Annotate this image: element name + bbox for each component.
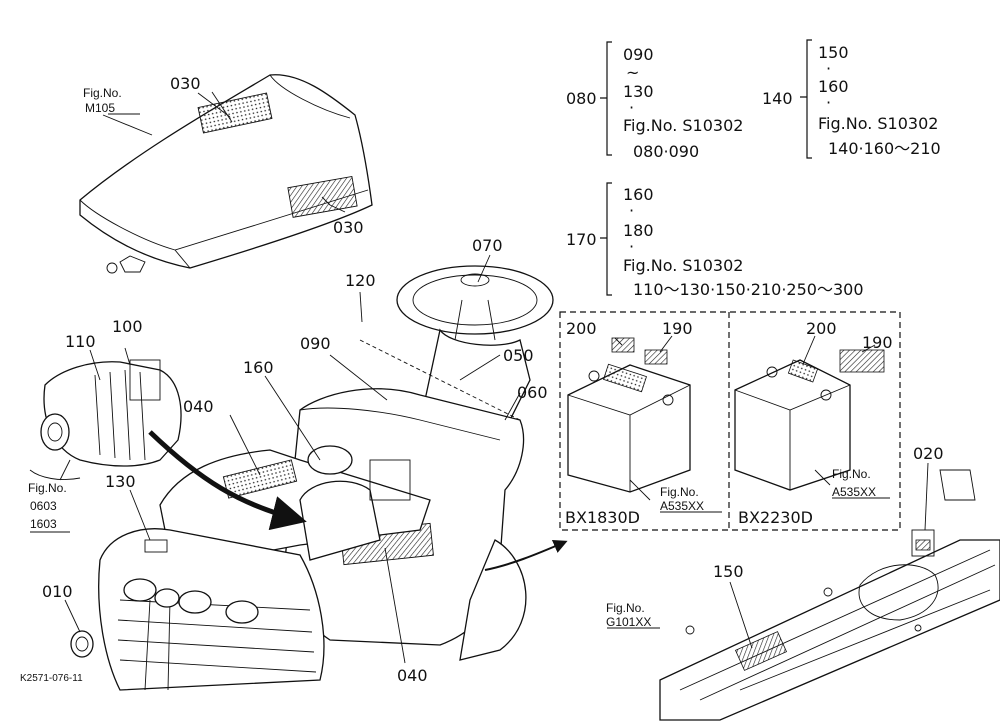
legend-170-line1: 160 [623, 185, 654, 204]
part-label-030-top: 030 [170, 74, 201, 93]
part-label-160: 160 [243, 358, 274, 377]
legend-140-line2: 160 [818, 77, 849, 96]
air-cleaner-fig-number-2: 1603 [30, 517, 57, 531]
legend-140-range: 140·160～210 [828, 139, 941, 158]
part-label-150: 150 [713, 562, 744, 581]
part-label-070: 070 [472, 236, 503, 255]
air-cleaner-arrow [148, 430, 307, 531]
air-cleaner-fig-number-1: 0603 [30, 499, 57, 513]
part-label-200-right: 200 [806, 319, 837, 338]
battery-model-right: BX2230D [738, 508, 813, 527]
legend-170-sep2: · [629, 237, 634, 256]
tractor-drawing [70, 265, 554, 691]
legend-140-sep2: · [826, 93, 831, 112]
legend-170-fig: Fig.No. S10302 [623, 256, 743, 275]
legend-170-range: 110～130·150·210·250～300 [633, 280, 864, 299]
hood-drawing [79, 74, 373, 274]
hood-fig-number: M105 [85, 101, 115, 115]
legend-170: 170 160 · 180 · Fig.No. S10302 110～130·1… [566, 185, 864, 299]
part-label-060: 060 [517, 383, 548, 402]
legend-080-line2: 130 [623, 82, 654, 101]
part-label-110: 110 [65, 332, 96, 351]
battery-model-left: BX1830D [565, 508, 640, 527]
part-label-040-top: 040 [183, 397, 214, 416]
legend-140-sep1: · [826, 59, 831, 78]
leader-lines [30, 92, 929, 664]
legend-080-line1: 090 [623, 45, 654, 64]
part-label-190-left: 190 [662, 319, 693, 338]
air-cleaner-drawing [29, 359, 182, 481]
frame-arrow [484, 540, 568, 571]
legend-140-line1: 150 [818, 43, 849, 62]
part-label-100: 100 [112, 317, 143, 336]
air-cleaner-fig-label: Fig.No. [28, 481, 67, 495]
part-label-090: 090 [300, 334, 331, 353]
drawing-code: K2571-076-11 [20, 673, 83, 684]
frame-fig-label: Fig.No. [606, 601, 645, 615]
frame-fig-number: G101XX [606, 615, 651, 629]
legend-braces [600, 39, 812, 296]
legend-080-range: 080·090 [633, 142, 699, 161]
legend-080-fig: Fig.No. S10302 [623, 116, 743, 135]
legend-140-part: 140 [762, 89, 793, 108]
legend-140-fig: Fig.No. S10302 [818, 114, 938, 133]
legend-080: 080 090 ~ 130 · Fig.No. S10302 080·090 [566, 45, 743, 161]
part-label-200-left: 200 [566, 319, 597, 338]
legend-170-part: 170 [566, 230, 597, 249]
legend-170-line2: 180 [623, 221, 654, 240]
legend-080-sep1: ~ [626, 63, 639, 82]
part-label-040-bottom: 040 [397, 666, 428, 685]
part-label-010: 010 [42, 582, 73, 601]
battery-panel [559, 311, 901, 531]
legend-170-sep1: · [629, 201, 634, 220]
part-label-190-right: 190 [862, 333, 893, 352]
battery2-fig-label: Fig.No. [832, 467, 871, 481]
part-label-120: 120 [345, 271, 376, 290]
part-label-020: 020 [913, 444, 944, 463]
legend-080-part: 080 [566, 89, 597, 108]
legend-140: 140 150 · 160 · Fig.No. S10302 140·160～2… [762, 43, 941, 158]
battery1-fig-label: Fig.No. [660, 485, 699, 499]
battery1-fig-number: A535XX [660, 499, 704, 513]
hood-fig-label: Fig.No. [83, 86, 122, 100]
frame-drawing [659, 469, 1000, 721]
part-label-030-side: 030 [333, 218, 364, 237]
battery2-fig-number: A535XX [832, 485, 876, 499]
legend-080-sep2: · [629, 98, 634, 117]
part-label-130: 130 [105, 472, 136, 491]
part-label-050: 050 [503, 346, 534, 365]
